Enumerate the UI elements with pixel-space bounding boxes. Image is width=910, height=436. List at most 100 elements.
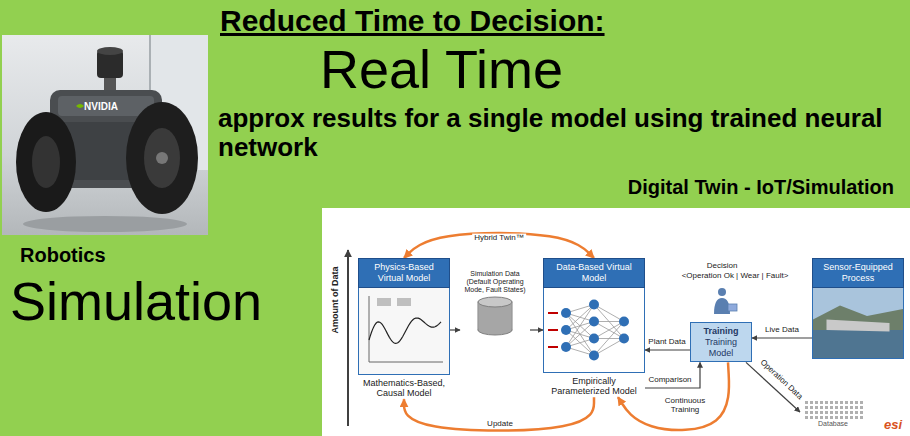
data-dot (830, 411, 833, 414)
network-neuron (619, 316, 629, 326)
data-dot (815, 406, 818, 409)
diagram-panel (322, 208, 910, 436)
curve-illustration (359, 288, 449, 374)
data-dot (810, 406, 813, 409)
flow-arrow (450, 329, 460, 330)
robot-photo (2, 35, 208, 235)
connector-label: Comparison (646, 376, 693, 385)
plot-axis (369, 361, 443, 362)
big-heading: Real Time (320, 40, 563, 99)
database-box: Database (800, 398, 866, 428)
data-dot (805, 416, 808, 419)
data-dot (825, 406, 828, 409)
network-link (594, 321, 624, 338)
data-dot (835, 411, 838, 414)
water (813, 330, 903, 358)
person-icon (714, 288, 737, 314)
data-dot (815, 411, 818, 414)
data-dot (860, 406, 863, 409)
axis-label: Amount of Data (331, 267, 341, 334)
input-arrow (548, 346, 558, 348)
training-box: TrainingTraining Model (690, 322, 752, 362)
connector-label: Continuous Training (655, 397, 715, 415)
node-label: Database (800, 420, 866, 428)
network-link (594, 338, 624, 355)
data-dot (845, 406, 848, 409)
data-dot (855, 416, 858, 419)
hills (813, 305, 903, 358)
data-dot (805, 406, 808, 409)
database-cylinder: Simulation Data (Default Operating Mode,… (460, 270, 530, 336)
company-logo: esi (884, 418, 902, 432)
data-dot (840, 401, 843, 404)
data-dot (855, 406, 858, 409)
process-box: Sensor-Equipped Process (812, 258, 904, 359)
data-dot (830, 406, 833, 409)
network-neuron (561, 342, 571, 352)
cylinder-shape (477, 296, 513, 336)
data-dot (860, 416, 863, 419)
connector-label: Update (485, 420, 515, 429)
sky (813, 288, 903, 358)
node-heading: Physics-Based Virtual Model (358, 258, 450, 288)
data-arrow (752, 337, 812, 338)
input-arrow (548, 329, 558, 331)
network-neuron (589, 316, 599, 326)
node-heading: Data-Based Virtual Model (543, 258, 645, 288)
data-dot (825, 416, 828, 419)
data-dot (845, 411, 848, 414)
data-dot (830, 401, 833, 404)
data-dot (805, 411, 808, 414)
dam-illustration (813, 288, 903, 358)
data-dot (835, 416, 838, 419)
connector-label: Hybrid Twin™ (472, 234, 526, 243)
data-dot (850, 416, 853, 419)
slide-heading: Reduced Time to Decision: (220, 4, 605, 37)
decision-label: Decision (707, 262, 738, 271)
cylinder-top (478, 297, 512, 307)
data-model-box: Data-Based Virtual ModelEmpirically Para… (543, 258, 645, 397)
node-caption: Mathematics-Based, Causal Model (358, 378, 450, 400)
nn-illustration (544, 288, 644, 372)
network-neuron (561, 308, 571, 318)
illustration-panel (358, 288, 450, 375)
data-dot (840, 416, 843, 419)
data-dot (850, 411, 853, 414)
node-heading: Sensor-Equipped Process (812, 258, 904, 288)
data-dot (835, 401, 838, 404)
data-dot (810, 411, 813, 414)
physics-model-box: Physics-Based Virtual ModelMathematics-B… (358, 258, 450, 399)
network-neuron (589, 299, 599, 309)
data-dot (820, 416, 823, 419)
network-link (594, 304, 624, 321)
data-dot (825, 411, 828, 414)
hybrid-arc (404, 233, 594, 258)
illustration-panel (543, 288, 645, 373)
data-axis-arrow (347, 250, 349, 426)
data-dot (810, 416, 813, 419)
network-neuron (561, 325, 571, 335)
dam-wall (827, 319, 890, 331)
data-dot (830, 416, 833, 419)
data-dot (815, 416, 818, 419)
connector-label: Operation Data (757, 357, 806, 403)
section-label: Robotics (20, 244, 106, 266)
brand-logo-text: NVIDIA (84, 101, 118, 112)
node-caption: Empirically Parameterized Model (543, 376, 645, 398)
data-dot (840, 406, 843, 409)
model-block (397, 298, 411, 306)
data-dot (835, 406, 838, 409)
data-dot (860, 401, 863, 404)
network-neuron (589, 333, 599, 343)
input-arrow (548, 312, 558, 314)
data-dot (850, 401, 853, 404)
illustration-panel (812, 288, 904, 359)
node-body: Training Model (693, 337, 749, 359)
data-dot (810, 401, 813, 404)
network-link (566, 321, 594, 347)
data-dot (820, 411, 823, 414)
network-neuron (619, 333, 629, 343)
plot-ground (359, 288, 449, 374)
data-dot (845, 401, 848, 404)
